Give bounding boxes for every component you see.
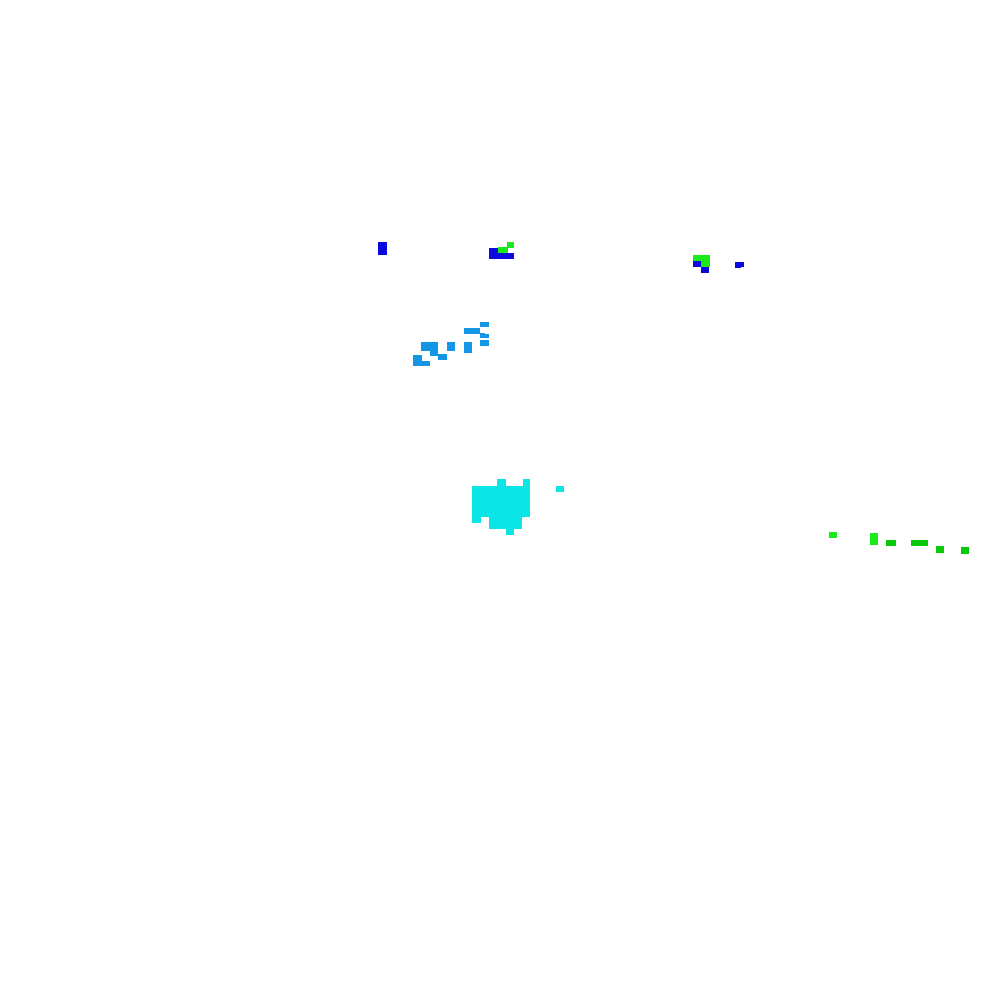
green-pixel-trail bbox=[829, 532, 969, 554]
pixel-block bbox=[480, 322, 489, 327]
pixel-block bbox=[870, 533, 878, 545]
pixel-block bbox=[421, 342, 438, 351]
pixel-block bbox=[497, 253, 514, 259]
pixel-block bbox=[378, 242, 387, 255]
pixel-block bbox=[735, 262, 744, 267]
pixel-block bbox=[911, 540, 928, 546]
pixel-block bbox=[480, 333, 485, 338]
pixel-block bbox=[701, 260, 710, 267]
pixel-block bbox=[489, 248, 498, 259]
cyan-pixel-blob bbox=[472, 479, 564, 535]
pixel-block bbox=[693, 255, 710, 261]
pixel-block bbox=[472, 486, 530, 517]
pixel-block bbox=[556, 486, 564, 492]
pixel-block bbox=[464, 328, 480, 334]
pixel-block bbox=[735, 267, 741, 268]
pixel-block bbox=[472, 517, 481, 523]
pixel-block bbox=[498, 247, 508, 253]
pixel-block bbox=[886, 540, 896, 546]
pixel-block bbox=[829, 532, 837, 538]
pixel-block bbox=[413, 355, 422, 366]
pixel-block bbox=[497, 479, 506, 486]
pixel-block bbox=[489, 517, 522, 529]
pixel-block bbox=[447, 342, 455, 351]
pixel-block bbox=[936, 546, 944, 553]
pixel-block bbox=[464, 342, 472, 353]
pixel-block bbox=[422, 361, 430, 366]
pixel-block bbox=[693, 261, 701, 267]
pixel-block bbox=[485, 334, 489, 338]
pixel-block bbox=[507, 242, 514, 248]
pixel-block bbox=[961, 547, 969, 554]
pixel-block bbox=[506, 529, 514, 535]
pixel-block bbox=[523, 479, 530, 486]
pixel-block bbox=[701, 267, 709, 273]
pixel-block bbox=[480, 340, 489, 346]
blue-green-pixel-clusters bbox=[378, 242, 744, 273]
pixel-block bbox=[438, 354, 447, 360]
pixel-block bbox=[430, 351, 438, 356]
sky-pixel-cluster bbox=[413, 322, 489, 366]
